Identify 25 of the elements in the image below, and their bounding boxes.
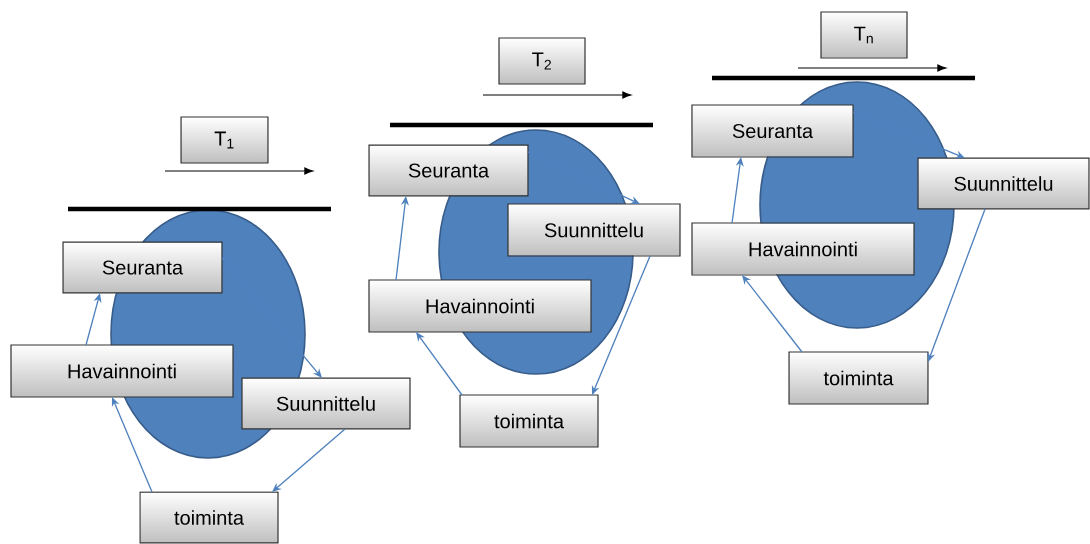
arrow [742,275,803,353]
label-box: Seuranta [62,241,223,294]
label-box: Havainnointi [368,279,592,333]
label-box: Seuranta [368,144,529,197]
label-box: Suunnittelu [507,203,681,257]
label-box: Havainnointi [691,222,915,276]
arrow [591,255,651,395]
label-box: Suunnittelu [917,157,1090,210]
label-box: T$_{n}$ [820,11,908,59]
arrow [221,257,322,378]
label-box: toiminta [139,491,279,544]
label-box: T$_{1}$ [180,116,269,164]
label-box: Seuranta [691,104,854,158]
label-box: toiminta [788,351,929,405]
arrow [852,111,965,159]
label-box: Suunnittelu [241,377,411,430]
arrow [527,151,640,204]
label-box: T$_{2}$ [498,37,586,85]
arrow [272,428,346,492]
arrow [85,293,102,346]
arrow [111,397,153,493]
arrow [416,332,463,396]
label-box: toiminta [459,394,599,448]
arrow [927,208,986,362]
label-box: Havainnointi [10,344,234,398]
